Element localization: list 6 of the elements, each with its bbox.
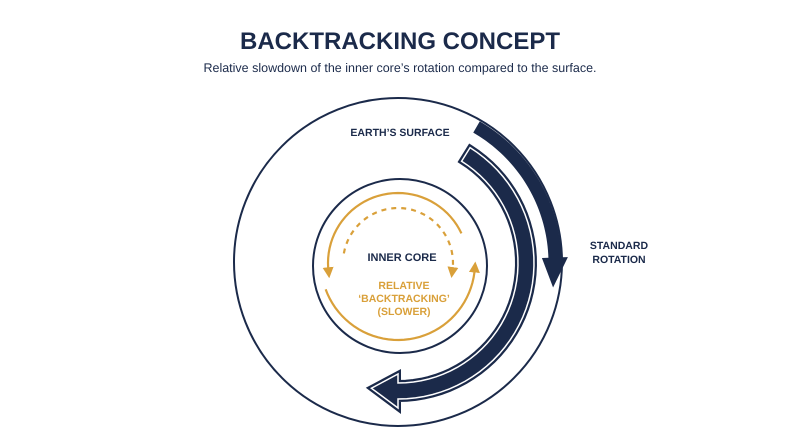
title: BACKTRACKING CONCEPT	[239, 28, 561, 56]
subtitle: Relative slowdown of the inner core’s rotation compared to the surface.	[202, 60, 598, 76]
node-label: INNER CORE	[366, 252, 438, 266]
node-label: RELATIVE ‘BACKTRACKING’ (SLOWER)	[357, 280, 451, 320]
rotation-label: STANDARD ROTATION	[588, 240, 650, 268]
node-label: EARTH’S SURFACE	[349, 127, 451, 140]
